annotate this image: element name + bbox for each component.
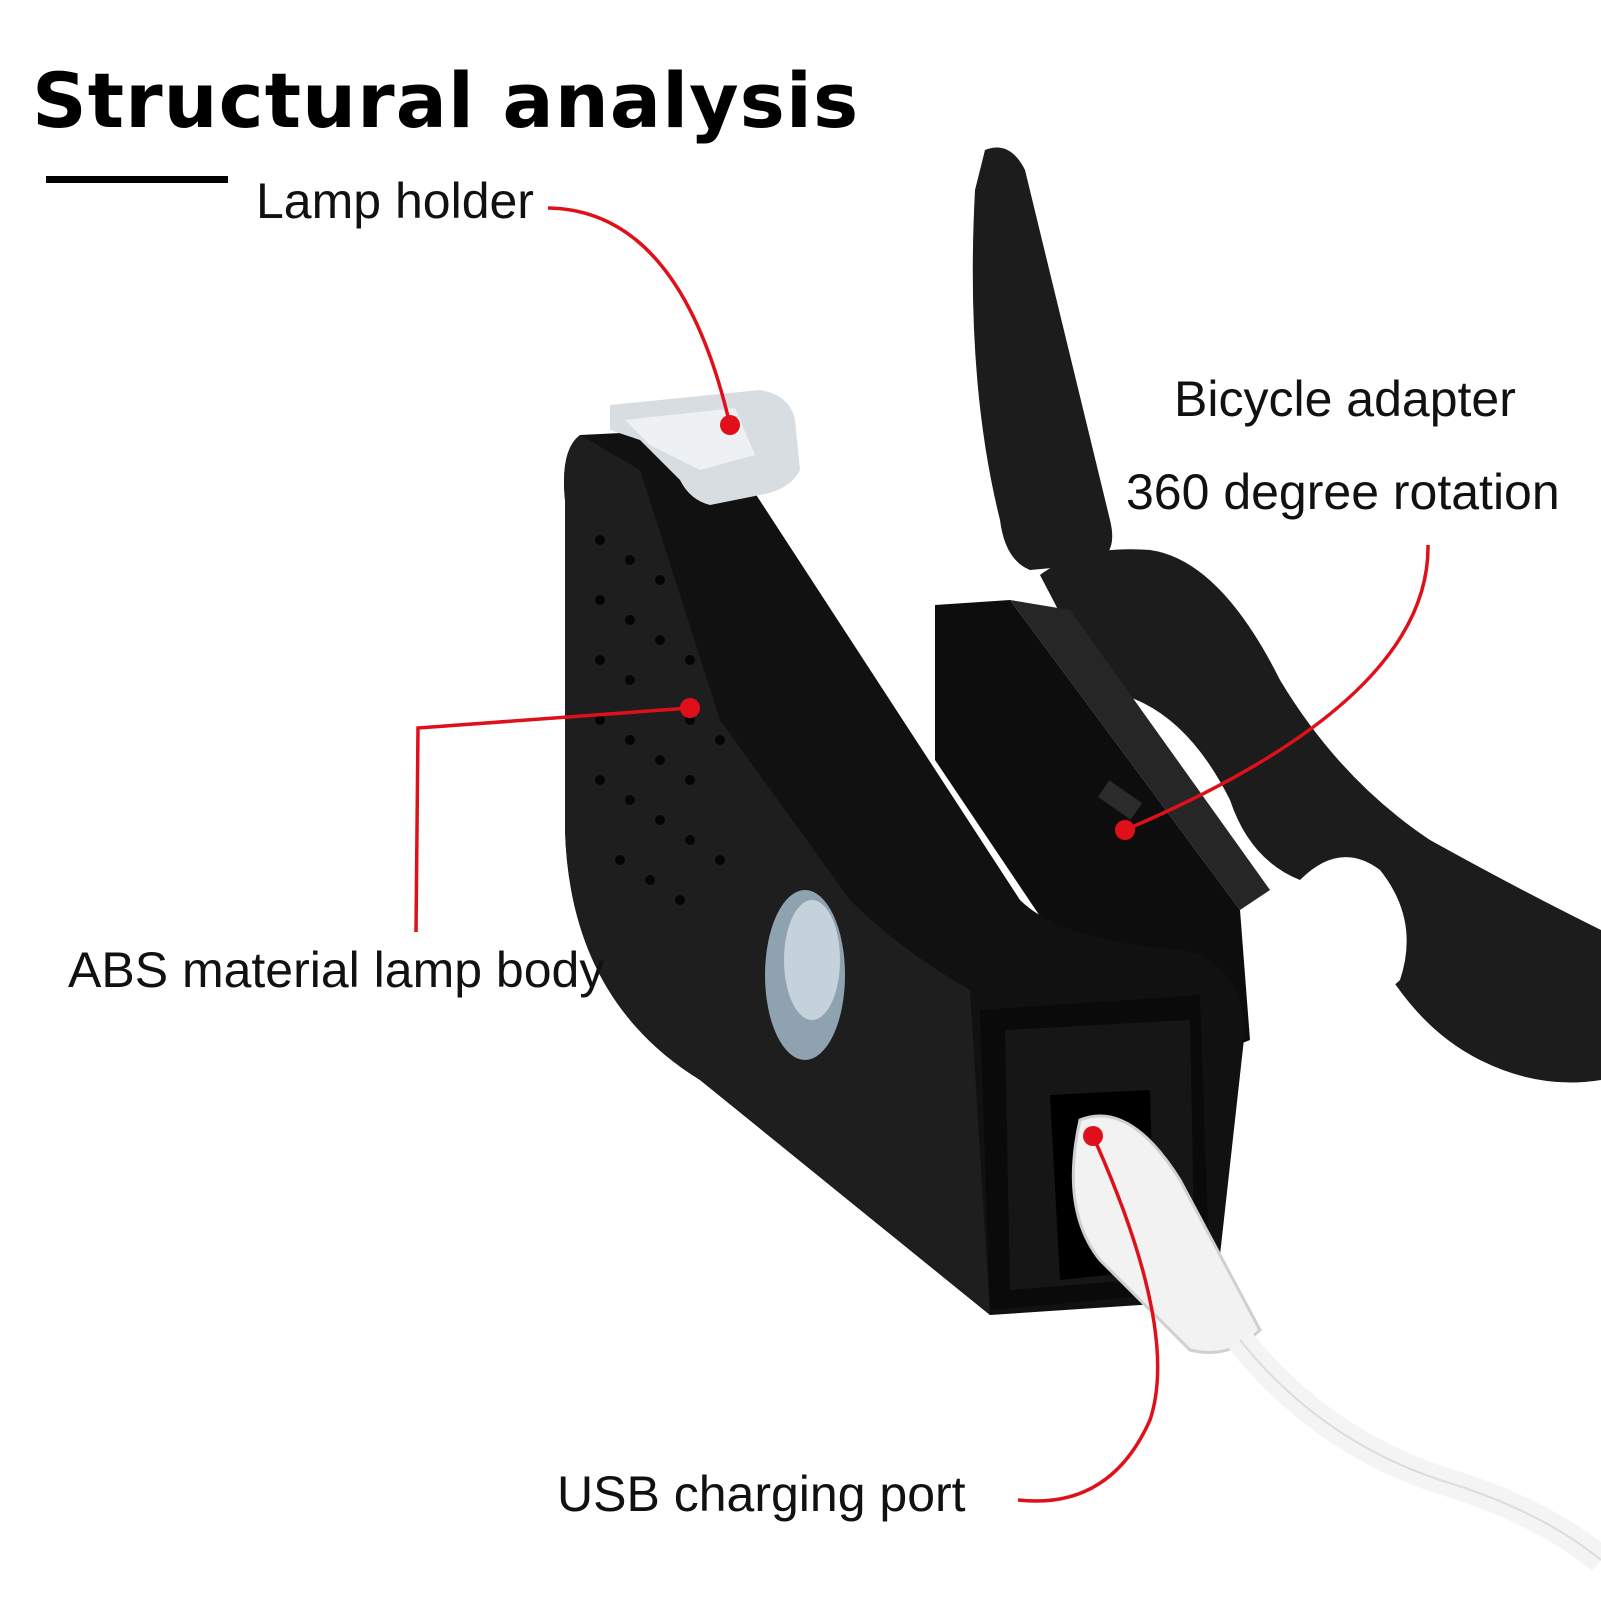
leader-bicycle-adapter	[1124, 544, 1430, 832]
page-title: Structural analysis	[32, 56, 860, 145]
leader-lamp-body	[414, 706, 691, 933]
title-underline	[46, 176, 228, 183]
leader-lamp-holder	[547, 206, 732, 426]
leader-lines	[414, 206, 1430, 1503]
bicycle-strap	[972, 147, 1601, 1083]
leader-usb	[1017, 1135, 1160, 1503]
callout-lamp-body: ABS material lamp body	[68, 942, 605, 998]
leader-dots	[680, 415, 1135, 1146]
callout-bicycle-adapter: Bicycle adapter	[1174, 371, 1516, 427]
callout-lamp-holder: Lamp holder	[256, 173, 534, 229]
callout-rotation: 360 degree rotation	[1126, 464, 1560, 520]
usb-cable	[1071, 1114, 1601, 1571]
callout-usb-port: USB charging port	[557, 1466, 966, 1522]
